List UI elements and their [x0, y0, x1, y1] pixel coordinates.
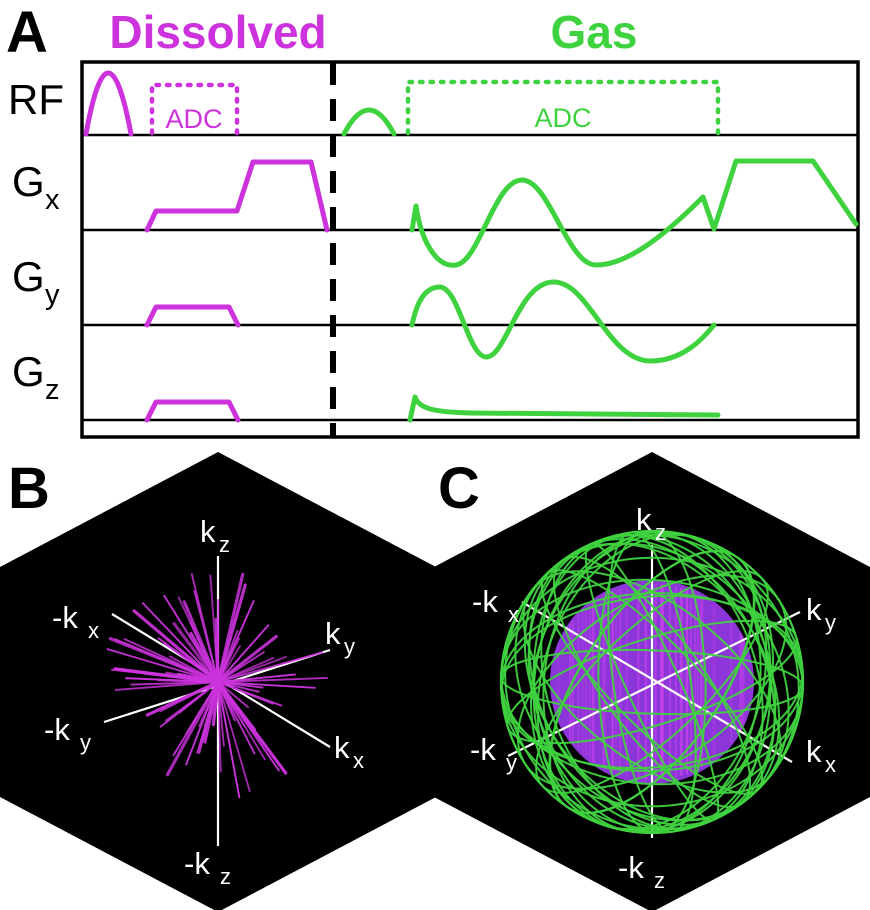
adc-window-gas — [405, 79, 721, 136]
kx-label-c: k — [806, 734, 822, 769]
kz-label-c: k — [636, 502, 652, 537]
gy-row-label-sub: y — [45, 279, 60, 311]
gz-gradient-dissolved — [144, 399, 241, 423]
ky-axis-line-c — [507, 611, 801, 757]
ky-label-c: k — [806, 592, 822, 627]
neg-ky-label-b: -k — [44, 712, 70, 747]
gx-row-label: G — [12, 158, 45, 205]
dissolved-title: Dissolved — [109, 6, 326, 58]
gz-gradient-gas — [407, 394, 721, 423]
gas-title: Gas — [551, 6, 638, 58]
kx-label-b-sub: x — [353, 748, 364, 773]
neg-kz-label-c-sub: z — [654, 868, 665, 893]
pulse-sequence-panel: A Dissolved Gas RF G x G y G z ADC ADC — [6, 0, 860, 439]
neg-kz-label-c: -k — [618, 850, 644, 885]
adc-label-gas: ADC — [534, 103, 591, 133]
ky-label-b-sub: y — [344, 634, 355, 659]
neg-ky-label-c: -k — [470, 732, 496, 767]
gx-gradient-dissolved — [144, 159, 330, 233]
kz-label-c-sub: z — [655, 520, 666, 545]
neg-kx-label-c: -k — [472, 584, 498, 619]
panel-c-label: C — [438, 456, 480, 521]
gy-row-label: G — [12, 253, 45, 300]
rf-pulse-dissolved — [83, 70, 134, 137]
ky-label-b: k — [325, 616, 341, 651]
sequence-diagram-border — [80, 60, 860, 439]
adc-window-dissolved — [149, 82, 240, 136]
neg-kz-label-b: -k — [184, 846, 210, 881]
kx-label-b: k — [334, 730, 350, 765]
gx-row-label-sub: x — [45, 184, 60, 216]
rf-pulse-gas — [341, 107, 397, 137]
gz-row-label-sub: z — [45, 374, 60, 406]
neg-kx-label-b-sub: x — [88, 618, 99, 643]
spiral-trajectory-rings — [499, 529, 805, 835]
gz-row-label: G — [12, 348, 45, 395]
kx-label-c-sub: x — [825, 752, 836, 777]
neg-ky-label-b-sub: y — [80, 730, 91, 755]
neg-kx-label-b: -k — [52, 600, 78, 635]
radial-kspace-panel: k z -k x k y -k y k x -k z — [0, 452, 436, 910]
panel-a-label: A — [6, 0, 48, 65]
gx-gradient-gas — [409, 158, 859, 268]
neg-kz-label-b-sub: z — [220, 864, 231, 889]
gy-gradient-dissolved — [144, 304, 241, 328]
gy-gradient-gas — [409, 279, 717, 364]
neg-kx-label-c-sub: x — [508, 602, 519, 627]
spiral-kspace-panel: k z -k x k y -k y k x -k z — [434, 452, 870, 910]
radial-spokes — [106, 572, 329, 799]
panel-b-label: B — [8, 456, 50, 521]
kz-label-b-sub: z — [219, 532, 230, 557]
kz-label-b: k — [200, 514, 216, 549]
adc-label-dissolved: ADC — [165, 104, 222, 134]
neg-ky-label-c-sub: y — [506, 750, 517, 775]
ky-label-c-sub: y — [825, 610, 836, 635]
rf-row-label: RF — [8, 76, 64, 123]
